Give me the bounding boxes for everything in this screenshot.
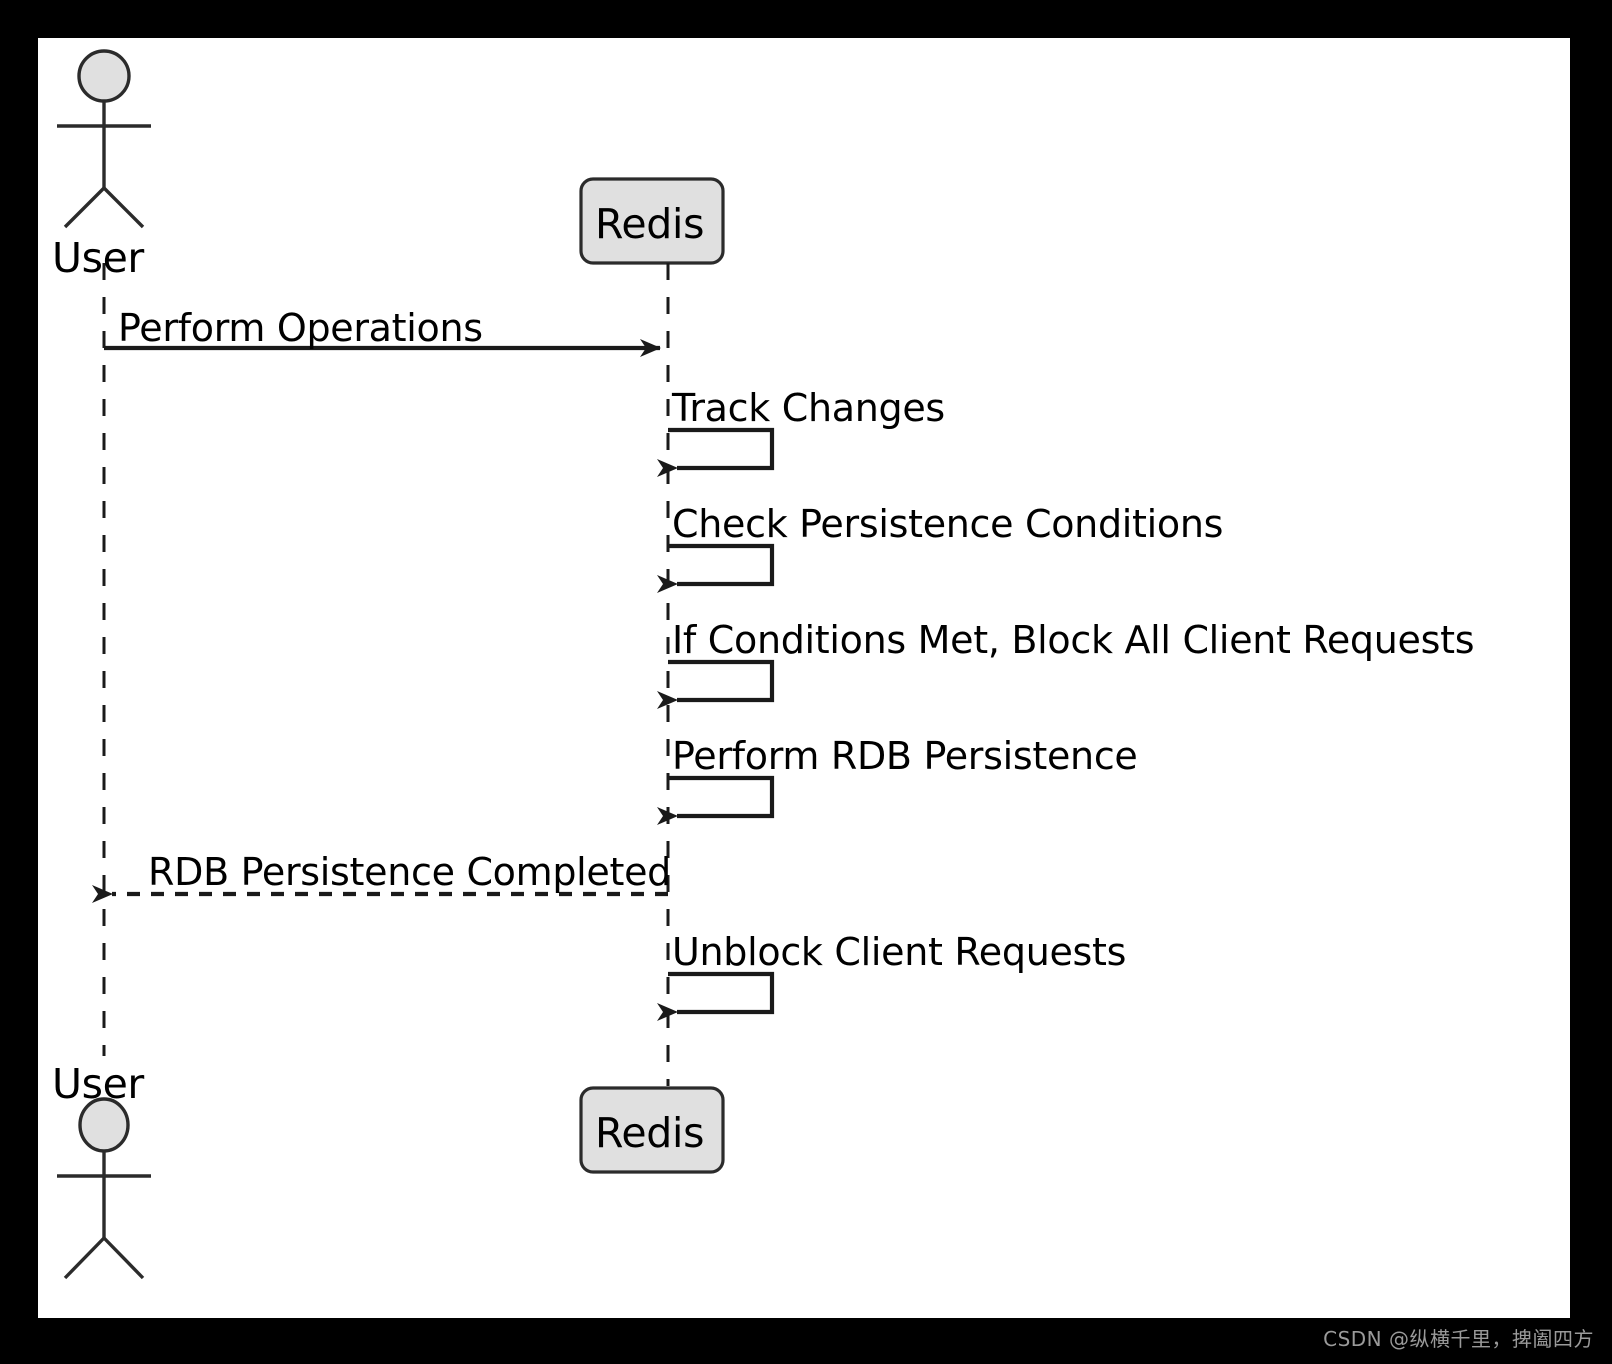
self-loop-arrow-4[interactable] <box>657 659 775 709</box>
actor-user-bottom <box>57 1097 151 1280</box>
message-label-7: Unblock Client Requests <box>672 930 1127 974</box>
diagram-canvas: User Redis Perform Operations Track Chan… <box>38 38 1570 1318</box>
message-perform-rdb-persistence[interactable] <box>657 775 775 825</box>
actor-label-user-bottom: User <box>52 1060 144 1108</box>
self-loop-arrow-3[interactable] <box>657 543 775 593</box>
actor-leg-right <box>102 186 145 229</box>
actor-label-user-top: User <box>52 234 144 282</box>
self-loop-arrow-5[interactable] <box>657 775 775 825</box>
message-label-6: RDB Persistence Completed <box>148 850 671 894</box>
watermark-text: CSDN @纵横千里，捭阖四方 <box>1323 1327 1594 1351</box>
actor-head-icon <box>77 49 131 103</box>
participant-box-top[interactable] <box>579 177 725 265</box>
message-label-4: If Conditions Met, Block All Client Requ… <box>672 618 1475 662</box>
self-loop-arrow-7[interactable] <box>657 971 775 1021</box>
actor-leg-right-bottom <box>102 1236 145 1280</box>
participant-label-redis-top: Redis <box>595 200 705 248</box>
actor-leg-left <box>63 186 106 229</box>
message-block-client-requests[interactable] <box>657 659 775 709</box>
participant-redis-bottom[interactable] <box>579 1086 725 1174</box>
participant-label-redis-bottom: Redis <box>595 1109 705 1157</box>
message-label-1: Perform Operations <box>118 306 483 350</box>
message-label-5: Perform RDB Persistence <box>672 734 1138 778</box>
self-loop-arrow-2[interactable] <box>657 427 775 477</box>
message-label-2: Track Changes <box>672 386 945 430</box>
actor-user-top <box>57 49 151 229</box>
message-track-changes[interactable] <box>657 427 775 477</box>
message-label-3: Check Persistence Conditions <box>672 502 1224 546</box>
participant-box-bottom[interactable] <box>579 1086 725 1174</box>
participant-redis-top[interactable] <box>579 177 725 265</box>
sequence-diagram-graphics <box>57 49 775 1280</box>
actor-leg-left-bottom <box>63 1236 106 1280</box>
message-check-persistence-conditions[interactable] <box>657 543 775 593</box>
message-unblock-client-requests[interactable] <box>657 971 775 1021</box>
